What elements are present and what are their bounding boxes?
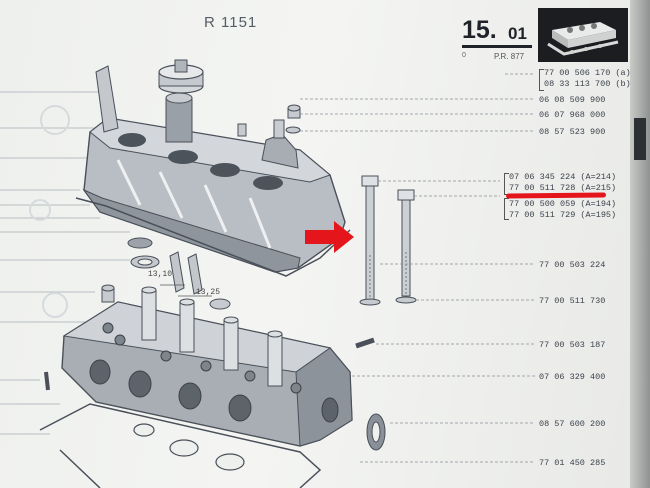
gasket-holes [133, 423, 245, 471]
part-ref: 06 07 968 000 [539, 110, 606, 120]
part-ref: 77 00 503 224 [539, 260, 606, 270]
part-ref: 08 33 113 700 (b) [544, 79, 631, 89]
section-underline [462, 45, 532, 48]
brace-3 [504, 198, 509, 220]
part-ref: 77 00 511 728 (A=215) [509, 183, 617, 193]
part-ref: 07 06 345 224 (A=214) [509, 172, 617, 182]
part-ref: 07 06 329 400 [539, 372, 606, 382]
red-arrow-icon [305, 221, 354, 253]
cylinder-head-bolts [359, 175, 417, 306]
book-spine [630, 0, 650, 488]
lifting-bracket [95, 65, 119, 133]
pr-reference: P.R. 877 [494, 52, 525, 61]
page-small-code: 0 [462, 52, 466, 59]
section-number: 15. [462, 16, 497, 44]
breather-valve [261, 119, 299, 169]
small-pin [44, 371, 50, 391]
cylinder-head [61, 286, 353, 447]
part-ref: 06 08 509 900 [539, 95, 606, 105]
dimension-label-2: 13,25 [196, 288, 221, 297]
part-ref: 08 57 523 900 [539, 127, 606, 137]
bleed-through-shapes [29, 105, 70, 318]
part-leader-lines [300, 73, 535, 463]
part-ref: 77 00 511 730 [539, 296, 606, 306]
small-fasteners [101, 104, 301, 310]
red-underline-highlight [505, 192, 607, 199]
part-ref: 77 01 450 285 [539, 458, 606, 468]
part-ref: 08 57 600 200 [539, 419, 606, 429]
part-ref: 77 00 503 187 [539, 340, 606, 350]
seal-rings [127, 237, 386, 451]
part-ref: 77 00 511 729 (A=195) [509, 210, 617, 220]
cylinder-head-thumbnail-icon [538, 8, 628, 62]
valve-guides [169, 251, 203, 295]
part-ref: 77 00 500 059 (A=194) [509, 199, 617, 209]
brace-1 [539, 69, 544, 91]
model-code: R 1151 [204, 14, 258, 31]
dimension-label-1: 13,10 [148, 270, 173, 279]
dowel-pin [355, 337, 375, 349]
head-gasket [39, 403, 322, 488]
left-leader-lines [0, 91, 130, 435]
oil-filler-cap [158, 59, 204, 143]
dimension-lines [160, 284, 212, 297]
part-ref: 77 00 506 170 (a) [544, 68, 631, 78]
cover-gasket [75, 197, 351, 277]
spine-tab-marker [634, 118, 646, 160]
section-sub-number: 01 [508, 24, 527, 43]
